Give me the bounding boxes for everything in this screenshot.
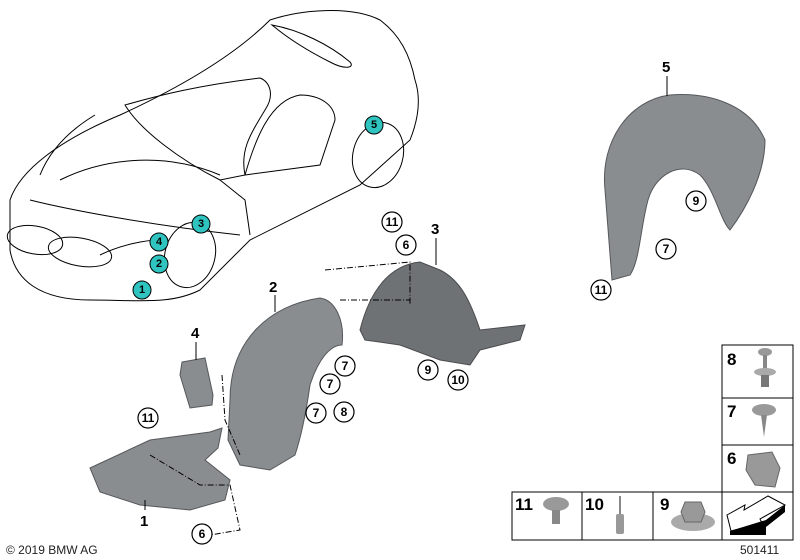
part-number-4[interactable]: 4 bbox=[191, 325, 200, 342]
svg-text:7: 7 bbox=[327, 377, 334, 391]
expanding-rivet-icon bbox=[752, 404, 776, 437]
fastener-cell-6[interactable]: 6 bbox=[721, 444, 794, 493]
svg-text:9: 9 bbox=[425, 363, 432, 377]
marker-2[interactable]: 2 bbox=[149, 254, 169, 274]
svg-text:9: 9 bbox=[660, 495, 669, 514]
fastener-cell-9[interactable]: 9 bbox=[652, 491, 723, 541]
blind-rivet-icon bbox=[616, 496, 624, 534]
callout-7[interactable]: 7 bbox=[655, 238, 677, 260]
diagram-id: 501411 bbox=[740, 543, 779, 557]
part-number-1[interactable]: 1 bbox=[140, 513, 148, 530]
vehicle-direction-arrow-icon bbox=[726, 495, 787, 535]
marker-5[interactable]: 5 bbox=[364, 115, 384, 135]
callout-7[interactable]: 7 bbox=[305, 402, 327, 424]
callout-10[interactable]: 10 bbox=[447, 369, 469, 391]
callouts: 11 6 7 7 7 8 9 10 9 7 11 11 6 bbox=[137, 190, 707, 545]
callout-11[interactable]: 11 bbox=[381, 211, 403, 233]
svg-text:9: 9 bbox=[693, 194, 700, 208]
fastener-table: 8 7 6 11 10 9 bbox=[511, 344, 794, 541]
callout-6[interactable]: 6 bbox=[191, 523, 213, 545]
svg-text:6: 6 bbox=[403, 238, 410, 252]
callout-8[interactable]: 8 bbox=[333, 401, 355, 423]
svg-text:4: 4 bbox=[156, 236, 163, 248]
svg-text:6: 6 bbox=[727, 449, 736, 468]
svg-text:8: 8 bbox=[727, 350, 736, 369]
marker-1[interactable]: 1 bbox=[132, 280, 152, 300]
svg-text:7: 7 bbox=[727, 402, 736, 421]
callout-11[interactable]: 11 bbox=[590, 279, 612, 301]
part-1-underbody-panel[interactable] bbox=[89, 427, 231, 511]
svg-text:5: 5 bbox=[371, 119, 377, 131]
direction-arrow-cell bbox=[721, 491, 794, 541]
part-5-rear-wheel-arch-cover[interactable] bbox=[603, 94, 766, 281]
fastener-cell-10[interactable]: 10 bbox=[581, 491, 654, 541]
svg-text:7: 7 bbox=[313, 406, 320, 420]
svg-text:11: 11 bbox=[595, 283, 608, 297]
svg-text:7: 7 bbox=[663, 242, 670, 256]
callout-9[interactable]: 9 bbox=[417, 359, 439, 381]
copyright: © 2019 BMW AG bbox=[6, 543, 98, 557]
part-number-2[interactable]: 2 bbox=[269, 279, 277, 296]
svg-text:2: 2 bbox=[156, 258, 162, 270]
assembly-lines bbox=[149, 261, 411, 536]
svg-text:10: 10 bbox=[585, 495, 604, 514]
callout-11[interactable]: 11 bbox=[137, 407, 159, 429]
flange-nut-icon bbox=[671, 501, 715, 531]
svg-text:8: 8 bbox=[341, 405, 348, 419]
clip-nut-icon bbox=[745, 451, 781, 488]
part-3-wheel-arch-rear-section[interactable] bbox=[359, 261, 526, 366]
locator-markers: 1 2 3 4 5 bbox=[132, 115, 384, 300]
callout-7[interactable]: 7 bbox=[319, 373, 341, 395]
part-number-3[interactable]: 3 bbox=[431, 221, 439, 238]
marker-4[interactable]: 4 bbox=[149, 232, 169, 252]
fastener-cell-8[interactable]: 8 bbox=[721, 344, 794, 399]
plastic-rivet-icon bbox=[543, 497, 569, 524]
svg-text:1: 1 bbox=[139, 284, 145, 296]
svg-text:7: 7 bbox=[342, 359, 349, 373]
car-outline bbox=[6, 10, 419, 302]
fastener-cell-7[interactable]: 7 bbox=[721, 397, 794, 446]
part-number-5[interactable]: 5 bbox=[662, 59, 670, 76]
part-2-front-wheel-arch-cover[interactable] bbox=[227, 297, 344, 471]
svg-text:11: 11 bbox=[386, 215, 399, 229]
part-4-cover-panel[interactable] bbox=[179, 357, 214, 409]
svg-text:11: 11 bbox=[515, 495, 533, 514]
svg-text:10: 10 bbox=[451, 373, 465, 387]
svg-text:6: 6 bbox=[199, 527, 206, 541]
svg-text:11: 11 bbox=[142, 411, 155, 425]
callout-7[interactable]: 7 bbox=[334, 355, 356, 377]
screw-with-clip-icon bbox=[754, 348, 776, 387]
svg-text:3: 3 bbox=[198, 218, 204, 230]
marker-3[interactable]: 3 bbox=[191, 214, 211, 234]
fastener-cell-11[interactable]: 11 bbox=[511, 491, 583, 541]
callout-9[interactable]: 9 bbox=[685, 190, 707, 212]
callout-6[interactable]: 6 bbox=[395, 234, 417, 256]
part-number-labels: 1 2 3 4 5 bbox=[140, 59, 670, 530]
